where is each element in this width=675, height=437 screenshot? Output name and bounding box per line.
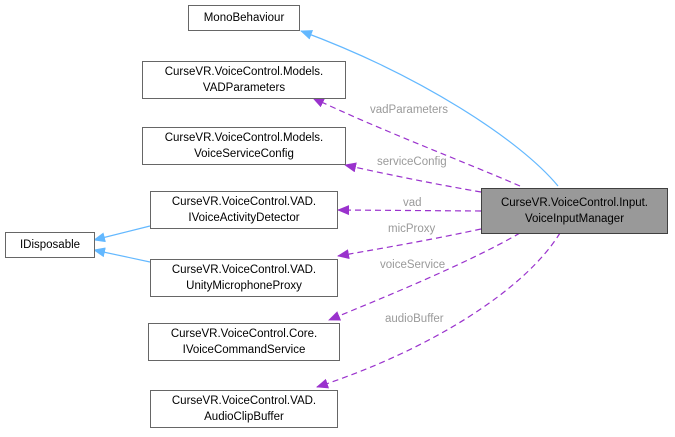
node-label-line1: CurseVR.VoiceControl.Core. <box>170 328 318 340</box>
edge-label-voiceservice: voiceService <box>380 259 446 271</box>
node-label-line2: VoiceInputManager <box>524 213 625 225</box>
usage-edge-vadparameters <box>312 97 521 187</box>
node-ivoice-activity-detector[interactable]: CurseVR.VoiceControl.VAD. IVoiceActivity… <box>150 191 338 229</box>
usage-edge-voiceservice <box>328 232 521 321</box>
usage-edge-micproxy <box>337 228 482 260</box>
edge-label-serviceconfig: serviceConfig <box>377 156 447 168</box>
node-voice-input-manager[interactable]: CurseVR.VoiceControl.Input. VoiceInputMa… <box>481 188 668 234</box>
node-label-line2: UnityMicrophoneProxy <box>186 280 302 292</box>
node-label: MonoBehaviour <box>203 12 285 24</box>
edge-label-vad: vad <box>403 197 422 209</box>
node-label-line1: CurseVR.VoiceControl.VAD. <box>171 264 317 276</box>
usage-edge-vad <box>337 205 482 216</box>
edge-label-audiobuffer: audioBuffer <box>385 313 444 325</box>
node-label-line2: IVoiceCommandService <box>182 344 306 356</box>
node-monobehaviour[interactable]: MonoBehaviour <box>188 5 300 31</box>
edge-label-micproxy: micProxy <box>388 223 436 235</box>
node-label-line2: AudioClipBuffer <box>204 411 284 423</box>
node-audio-clip-buffer[interactable]: CurseVR.VoiceControl.VAD. AudioClipBuffe… <box>150 390 338 428</box>
node-voice-service-config[interactable]: CurseVR.VoiceControl.Models. VoiceServic… <box>142 127 346 165</box>
node-idisposable[interactable]: IDisposable <box>5 232 95 258</box>
node-label-line1: CurseVR.VoiceControl.Models. <box>164 66 324 78</box>
inherit-edge-monobehaviour <box>300 30 559 187</box>
usage-edge-serviceconfig <box>344 162 482 193</box>
node-label-line2: IVoiceActivityDetector <box>188 212 300 224</box>
node-label-line2: VADParameters <box>202 82 286 94</box>
node-label-line1: CurseVR.VoiceControl.VAD. <box>171 395 317 407</box>
node-vad-parameters[interactable]: CurseVR.VoiceControl.Models. VADParamete… <box>142 61 346 99</box>
inherit-edge-micproxy-idisposable <box>93 247 151 263</box>
node-unity-microphone-proxy[interactable]: CurseVR.VoiceControl.VAD. UnityMicrophon… <box>150 259 338 297</box>
node-ivoice-command-service[interactable]: CurseVR.VoiceControl.Core. IVoiceCommand… <box>148 323 340 361</box>
node-label-line1: CurseVR.VoiceControl.Models. <box>164 132 324 144</box>
inherit-edge-ivad-idisposable <box>93 225 151 243</box>
node-label-line2: VoiceServiceConfig <box>194 148 294 160</box>
edge-label-vadparameters: vadParameters <box>370 104 448 116</box>
node-label-line1: CurseVR.VoiceControl.Input. <box>500 197 649 209</box>
node-label: IDisposable <box>19 239 81 251</box>
node-label-line1: CurseVR.VoiceControl.VAD. <box>171 196 317 208</box>
